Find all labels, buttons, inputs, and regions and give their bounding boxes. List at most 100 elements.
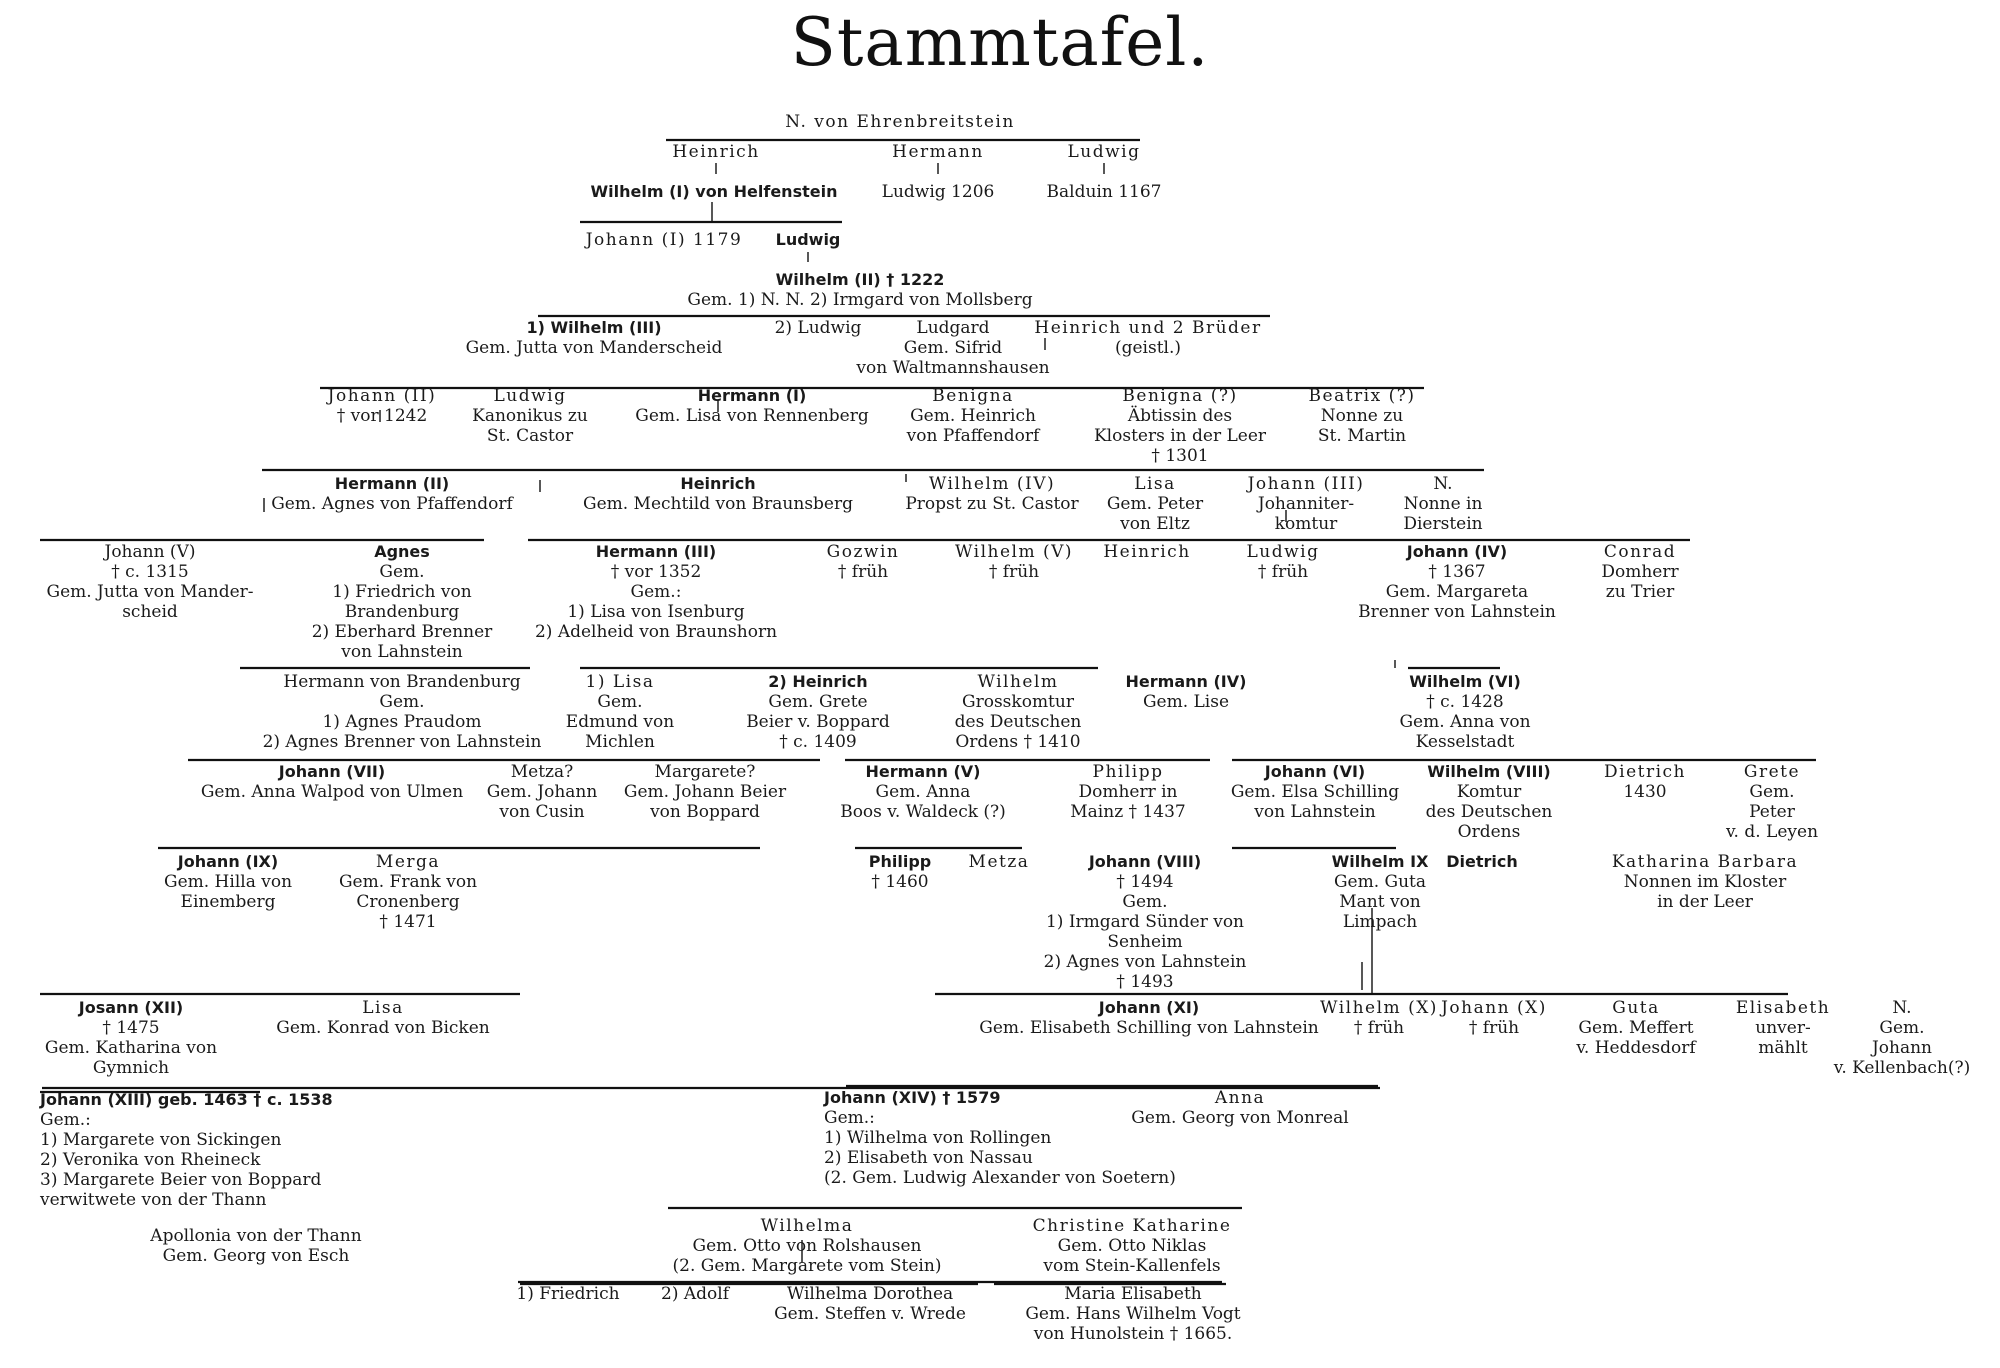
person-text-line: † 1475 xyxy=(102,1018,160,1038)
person-text-line: Johann (III) xyxy=(1247,474,1365,494)
person-node: Hermann xyxy=(892,142,984,162)
person-text-line: Limpach xyxy=(1342,912,1418,932)
person-text-line: Gem. Anna Walpod von Ulmen xyxy=(200,782,464,802)
person-text-line: Gem. Anna xyxy=(875,782,971,802)
person-text-line: Johann (XI) xyxy=(1098,998,1200,1017)
person-node: Dietrich xyxy=(1446,852,1518,872)
person-text-line: Gem. Steffen v. Wrede xyxy=(774,1304,966,1324)
person-text-line: 2) Adolf xyxy=(661,1284,729,1304)
person-text-line: Gem. Jutta von Mander- xyxy=(46,582,254,602)
person-text-line: Ludwig 1206 xyxy=(881,182,995,202)
person-text-line: Johann (V) xyxy=(104,542,196,562)
person-text-line: Gem. Margareta xyxy=(1385,582,1529,602)
person-text-line: Wilhelma Dorothea xyxy=(786,1284,954,1304)
person-text-line: Propst zu St. Castor xyxy=(905,494,1079,514)
person-text-line: von Cusin xyxy=(499,802,585,822)
person-text-line: 2) Eberhard Brenner xyxy=(311,622,493,642)
person-text-line: Gem. Guta xyxy=(1333,872,1427,892)
person-text-line: (2. Gem. Ludwig Alexander von Soetern) xyxy=(824,1168,1176,1188)
person-node: 1) Friedrich xyxy=(516,1284,619,1304)
person-text-line: Heinrich und 2 Brüder xyxy=(1034,318,1262,338)
person-text-line: Domherr in xyxy=(1078,782,1178,802)
person-text-line: † c. 1428 xyxy=(1426,692,1504,712)
person-text-line: Wilhelm (IV) xyxy=(928,474,1056,494)
person-text-line: † 1460 xyxy=(871,872,929,892)
person-text-line: Johann (XIV) † 1579 xyxy=(824,1088,1001,1107)
person-text-line: Domherr xyxy=(1601,562,1679,582)
person-text-line: † c. 1409 xyxy=(779,732,857,752)
person-node: Heinrich xyxy=(1103,542,1190,562)
person-node: Johann (VII)Gem. Anna Walpod von Ulmen xyxy=(201,762,463,802)
person-text-line: Philipp xyxy=(1092,762,1164,782)
person-node: 2) Ludwig xyxy=(775,318,862,338)
person-text-line: Ordens † 1410 xyxy=(955,732,1081,752)
person-text-line: 2) Adelheid von Braunshorn xyxy=(534,622,778,642)
person-text-line: Gem. Hans Wilhelm Vogt xyxy=(1025,1304,1241,1324)
person-node: Johann (II)† vor 1242 xyxy=(328,386,437,426)
person-text-line: Johann (VI) xyxy=(1264,762,1366,781)
person-text-line: 2) Heinrich xyxy=(768,672,868,691)
person-text-line: Dietrich xyxy=(1604,762,1686,782)
person-text-line: Josann (XII) xyxy=(78,998,184,1017)
person-text-line: Gem.: xyxy=(40,1110,91,1130)
person-text-line: Johann (VII) xyxy=(278,762,386,781)
person-text-line: Gem. xyxy=(1749,782,1795,802)
person-node: Gozwin† früh xyxy=(827,542,900,582)
person-text-line: zu Trier xyxy=(1605,582,1675,602)
person-text-line: Johann (X) xyxy=(1441,998,1547,1018)
person-text-line: Anna xyxy=(1214,1088,1266,1108)
person-text-line: Gem. Otto Niklas xyxy=(1057,1236,1207,1256)
person-text-line: Einemberg xyxy=(180,892,276,912)
person-text-line: Benigna xyxy=(932,386,1014,406)
person-text-line: Hermann (I) xyxy=(697,386,807,405)
person-text-line: Hermann von Brandenburg xyxy=(283,672,521,692)
person-text-line: Wilhelm (II) † 1222 xyxy=(775,270,945,289)
person-node: Johann (III)Johanniter-komtur xyxy=(1248,474,1365,534)
person-node: Ludwig xyxy=(1068,142,1141,162)
person-text-line: Gem. Johann xyxy=(486,782,598,802)
person-text-line: Gymnich xyxy=(92,1058,170,1078)
person-text-line: verwitwete von der Thann xyxy=(40,1190,267,1210)
person-text-line: Gem. Otto von Rolshausen xyxy=(692,1236,922,1256)
chart-title: Stammtafel. xyxy=(790,4,1210,81)
person-text-line: Mainz † 1437 xyxy=(1070,802,1186,822)
person-text-line: Heinrich xyxy=(680,474,756,493)
person-text-line: Gem. Frank von xyxy=(338,872,478,892)
person-text-line: Wilhelm (I) von Helfenstein xyxy=(590,182,838,201)
person-text-line: Gem. Lisa von Rennenberg xyxy=(635,406,869,426)
person-text-line: Ludgard xyxy=(916,318,990,338)
person-text-line: Klosters in der Leer xyxy=(1093,426,1267,446)
person-text-line: Gem. Mechtild von Braunsberg xyxy=(582,494,854,514)
person-text-line: Nonne zu xyxy=(1320,406,1404,426)
person-text-line: Peter xyxy=(1749,802,1795,822)
person-node: Philipp† 1460 xyxy=(869,852,931,892)
person-text-line: N. von Ehrenbreitstein xyxy=(785,112,1015,132)
person-text-line: v. d. Leyen xyxy=(1725,822,1819,842)
person-text-line: Gem. Jutta von Manderscheid xyxy=(465,338,723,358)
person-text-line: des Deutschen xyxy=(1425,802,1553,822)
person-text-line: Dietrich xyxy=(1446,852,1518,871)
person-text-line: 1) Lisa xyxy=(585,672,655,692)
person-text-line: Gem. xyxy=(379,692,425,712)
person-text-line: † 1494 xyxy=(1116,872,1174,892)
